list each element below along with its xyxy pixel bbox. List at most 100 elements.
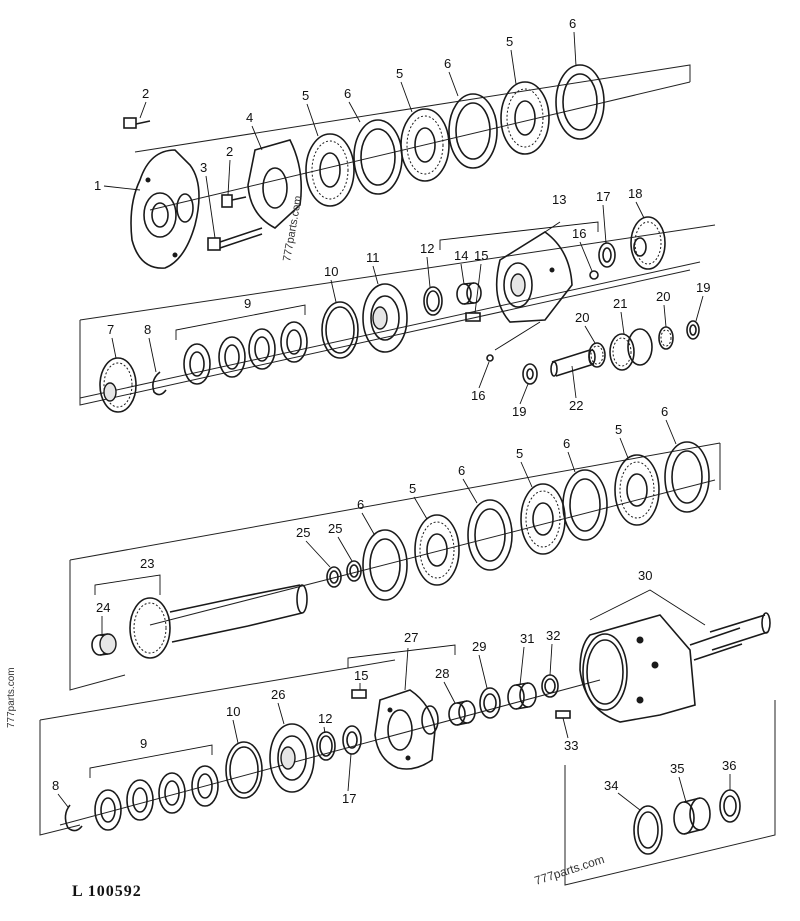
part-6-steel-plate-e: [467, 499, 513, 571]
callout-1: 1: [94, 178, 101, 193]
callout-15: 15: [474, 248, 488, 263]
callout-25b: 25: [328, 521, 342, 536]
part-26-piston: [269, 723, 315, 793]
part-9-shim-8: [191, 765, 219, 807]
callout-6c: 6: [569, 16, 576, 31]
callout-17: 17: [596, 189, 610, 204]
part-5-friction-disc: [305, 133, 355, 207]
callout-28: 28: [435, 666, 449, 681]
callout-36: 36: [722, 758, 736, 773]
part-34-seal: [633, 805, 663, 855]
callout-13: 13: [552, 192, 566, 207]
part-28-bushing: [448, 700, 476, 726]
callout-16: 16: [572, 226, 586, 241]
part-29-washer: [479, 687, 501, 719]
part-9-shim-4: [280, 321, 308, 363]
part-21-cluster-gear: [609, 328, 653, 371]
callout-5d: 5: [409, 481, 416, 496]
callout-9: 9: [244, 296, 251, 311]
part-5-friction-disc-f: [614, 454, 660, 526]
callout-5a: 5: [302, 88, 309, 103]
callout-5b: 5: [396, 66, 403, 81]
part-9-shim-3: [248, 328, 276, 370]
part-20-bearing-b: [658, 326, 674, 350]
part-15-pin-b: [351, 689, 367, 699]
part-24-bushing: [91, 633, 117, 656]
group-1-frame: [134, 64, 691, 211]
callout-20: 20: [575, 310, 589, 325]
callout-25a: 25: [296, 525, 310, 540]
callout-8: 8: [144, 322, 151, 337]
callout-19b: 19: [696, 280, 710, 295]
watermark-3: 777parts.com: [533, 852, 606, 888]
part-10-ring-b: [225, 741, 263, 799]
callout-5e: 5: [516, 446, 523, 461]
part-36-ring: [719, 789, 741, 823]
figure-number: L 100592: [72, 883, 142, 900]
part-9-shim-1: [183, 343, 211, 385]
callout-31: 31: [520, 631, 534, 646]
part-6-steel-plate-f: [562, 469, 608, 541]
part-6-steel-plate: [353, 119, 403, 195]
part-5-friction-disc-e: [520, 483, 566, 555]
part-1-pump-flange: [130, 149, 200, 269]
part-9-shim-7: [158, 772, 186, 814]
callout-3: 3: [200, 160, 207, 175]
part-2-bolt: [123, 117, 151, 129]
callout-8b: 8: [52, 778, 59, 793]
callouts-group-1: 1 2 3 2 4 5 6 5 6 5 6: [94, 16, 577, 239]
callouts-group-4: 27 30 8 9 10 26 12 17 15 28 29 31 32 33 …: [52, 568, 736, 811]
group-3-frame: [69, 442, 721, 691]
callout-21: 21: [613, 296, 627, 311]
part-23-input-shaft: [129, 584, 308, 659]
part-5-friction-disc-c: [500, 81, 550, 155]
callout-32: 32: [546, 628, 560, 643]
callout-34: 34: [604, 778, 618, 793]
callout-6a: 6: [344, 86, 351, 101]
part-19-washer-b: [686, 320, 700, 340]
part-17-washer: [598, 242, 616, 268]
callout-35: 35: [670, 761, 684, 776]
part-9-shim-2: [218, 336, 246, 378]
part-6-steel-plate-c: [555, 64, 605, 140]
callout-9b: 9: [140, 736, 147, 751]
callout-23: 23: [140, 556, 154, 571]
part-7-gear: [99, 357, 137, 413]
part-25-ring-b: [346, 560, 362, 582]
part-32-ring: [541, 674, 559, 698]
callout-26: 26: [271, 687, 285, 702]
part-9-shim-6: [126, 779, 154, 821]
callout-6g: 6: [661, 404, 668, 419]
part-6-steel-plate-d: [362, 529, 408, 601]
part-5-friction-disc-d: [414, 514, 460, 586]
part-15-pin: [465, 312, 481, 322]
part-9-shim-5: [94, 789, 122, 831]
part-31-bushing: [507, 682, 537, 710]
callout-16b: 16: [471, 388, 485, 403]
callout-22: 22: [569, 398, 583, 413]
part-30-clutch-drum: [579, 612, 771, 723]
watermark-2: 777parts.com: [6, 667, 17, 728]
callout-6e: 6: [458, 463, 465, 478]
part-16-ball: [589, 270, 599, 280]
callout-4: 4: [246, 110, 253, 125]
callout-10b: 10: [226, 704, 240, 719]
part-12-snap-ring: [423, 286, 443, 316]
callout-11: 11: [366, 250, 380, 265]
part-11-piston: [362, 283, 408, 353]
callout-12b: 12: [318, 711, 332, 726]
callout-14: 14: [454, 248, 468, 263]
callout-24: 24: [96, 600, 110, 615]
callout-6f: 6: [563, 436, 570, 451]
callout-5c: 5: [506, 34, 513, 49]
part-6-steel-plate-g: [664, 441, 710, 513]
part-3-long-bolt: [207, 227, 263, 251]
callout-6b: 6: [444, 56, 451, 71]
callout-18: 18: [628, 186, 642, 201]
callout-33: 33: [564, 738, 578, 753]
part-2-bolt-b: [221, 194, 247, 208]
part-12-snap-ring-b: [316, 731, 336, 761]
part-20-bearing: [588, 342, 606, 368]
part-4-separator-plate: [247, 139, 303, 229]
part-25-ring: [326, 566, 342, 588]
